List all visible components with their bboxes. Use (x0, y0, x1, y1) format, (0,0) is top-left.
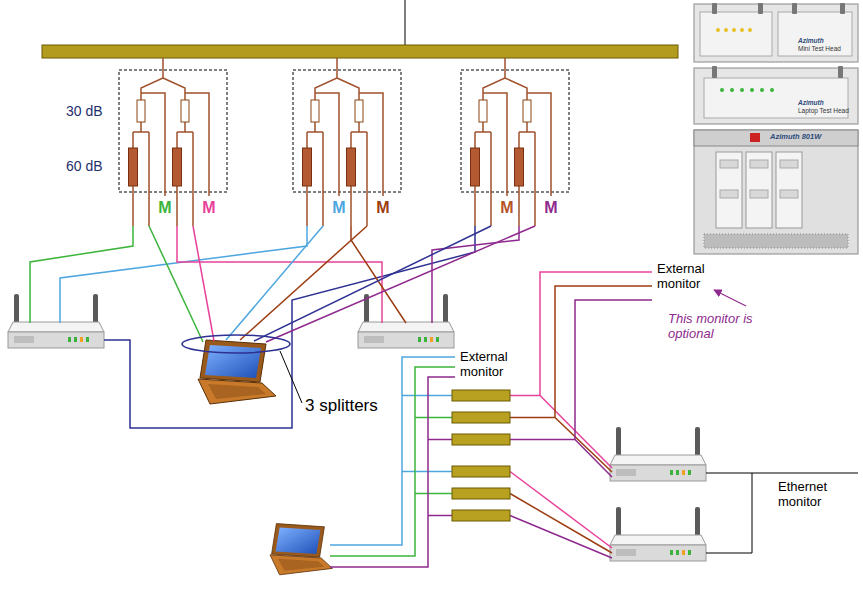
device-label: Mini Test Head (798, 45, 841, 52)
laptop-test-head (694, 66, 858, 124)
laptop-icon (198, 340, 276, 404)
module (700, 12, 772, 56)
led (760, 88, 764, 92)
card-slot (746, 152, 772, 228)
monitor-port-label: M (500, 199, 513, 217)
monitor-port-label: M (376, 199, 389, 217)
cable (351, 226, 406, 323)
attenuation-label: 30 dB (66, 103, 103, 119)
cable (266, 226, 535, 342)
card-detail (720, 190, 738, 198)
splitter-group (461, 58, 569, 226)
splitter-group (119, 58, 227, 226)
antenna (792, 3, 797, 14)
led (720, 88, 724, 92)
monitor-label: Ethernet monitor (778, 480, 850, 510)
rf-bus (42, 45, 678, 58)
grill (704, 234, 848, 248)
attenuation-label: 60 dB (66, 158, 103, 174)
attenuator-block (452, 466, 510, 477)
cable (330, 357, 455, 545)
led (750, 88, 754, 92)
cable (510, 494, 612, 554)
led (716, 28, 720, 32)
attenuator-bank (452, 390, 510, 521)
ethernet-line (706, 473, 858, 553)
chassis (694, 4, 858, 62)
device-label: Azimuth 801W (770, 133, 821, 142)
attenuator-block (452, 390, 510, 401)
antenna (758, 3, 763, 14)
mini-test-head (694, 3, 858, 62)
monitor-label: External monitor (460, 350, 532, 380)
monitor-port-label: M (332, 199, 345, 217)
chassis (694, 130, 858, 254)
card-detail (720, 160, 738, 168)
cable (510, 286, 652, 472)
cable (254, 226, 491, 341)
cable (193, 226, 214, 341)
monitor-port-label: M (202, 199, 215, 217)
attenuator-block (452, 412, 510, 423)
antenna (838, 66, 843, 78)
laptop-icon (270, 524, 332, 575)
antenna (840, 3, 845, 14)
card-detail (780, 190, 798, 198)
module (778, 12, 852, 56)
leader-line (280, 351, 302, 403)
led (740, 88, 744, 92)
cable (432, 226, 519, 323)
feed-line (405, 0, 406, 45)
router-icon (358, 294, 454, 348)
top-bar (694, 130, 858, 146)
cable (330, 367, 455, 556)
card-slot (716, 152, 742, 228)
router-icon (610, 507, 706, 561)
card-detail (780, 160, 798, 168)
callout-label: 3 splitters (305, 396, 378, 416)
led (748, 28, 752, 32)
cable (60, 226, 307, 323)
cable (104, 226, 475, 428)
power-button (750, 133, 760, 142)
rack-chassis (694, 130, 858, 254)
note-arrow (714, 290, 746, 306)
led (770, 88, 774, 92)
antenna (712, 66, 717, 78)
card-detail (750, 160, 768, 168)
cable (510, 516, 612, 559)
router-icon (610, 427, 706, 481)
attenuator-block (452, 434, 510, 445)
cable (510, 272, 652, 468)
led (732, 28, 736, 32)
device-label: Laptop Test Head (798, 107, 849, 114)
note-label: This monitor is optional (668, 312, 764, 342)
antenna (712, 3, 717, 14)
brand-label: Azimuth (798, 99, 824, 106)
led (730, 88, 734, 92)
card-detail (750, 190, 768, 198)
cable (510, 300, 652, 477)
attenuator-block (452, 510, 510, 521)
cable-group (330, 272, 858, 567)
attenuator-block (452, 488, 510, 499)
splitter-ellipse (182, 335, 290, 353)
cable-group (30, 226, 535, 428)
led (724, 28, 728, 32)
router-icon (8, 294, 104, 348)
led (740, 28, 744, 32)
chassis (694, 68, 858, 124)
card-slot (776, 152, 802, 228)
module (704, 78, 848, 118)
brand-label: Azimuth (798, 37, 824, 44)
monitor-port-label: M (158, 199, 171, 217)
splitter-group (293, 58, 401, 226)
monitor-port-label: M (544, 199, 557, 217)
cable (149, 226, 203, 342)
monitor-label: External monitor (657, 262, 729, 292)
cable (240, 226, 367, 340)
